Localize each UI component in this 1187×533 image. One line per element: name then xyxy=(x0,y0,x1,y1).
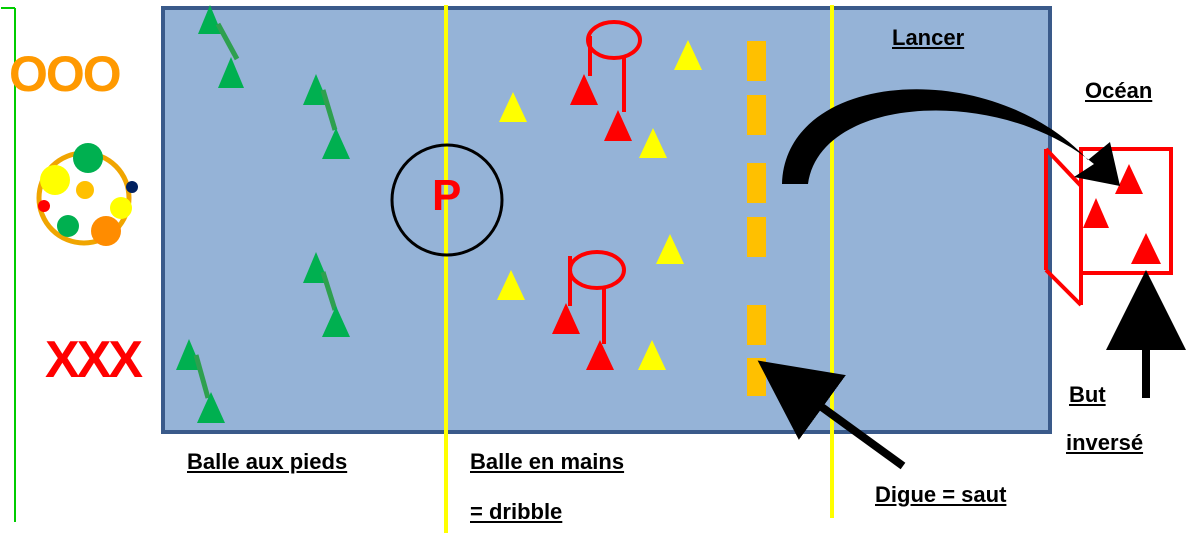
green-player-icon xyxy=(198,5,244,88)
yellow-player-icon xyxy=(639,128,667,158)
red-player-icon xyxy=(586,340,614,370)
yellow-player-icon xyxy=(638,340,666,370)
dike-dash xyxy=(747,217,766,257)
red-hoop-group-top xyxy=(570,20,642,141)
yellow-players xyxy=(497,40,702,370)
but-label: But xyxy=(1069,382,1106,407)
p-label: P xyxy=(432,171,462,220)
inverse-label: inversé xyxy=(1066,430,1144,455)
dike-dash xyxy=(747,305,766,345)
lancer-label: Lancer xyxy=(892,25,965,50)
goal-red-players xyxy=(1083,164,1161,264)
yellow-player-icon xyxy=(656,234,684,264)
dike-dash xyxy=(747,358,766,396)
ooo-label: OOO xyxy=(9,46,122,102)
green-player-icon xyxy=(176,339,225,423)
red-player-icon xyxy=(604,110,632,141)
red-player-icon xyxy=(570,74,598,105)
xxx-label: XXX xyxy=(45,331,143,389)
yellow-player-icon xyxy=(674,40,702,70)
red-player-icon xyxy=(552,303,580,334)
dike-dash xyxy=(747,41,766,81)
red-player-icon xyxy=(1115,164,1143,194)
dike-dash xyxy=(747,95,766,135)
red-player-icon xyxy=(1131,233,1161,264)
dribble-label: = dribble xyxy=(470,499,563,524)
green-player-icon xyxy=(303,74,350,159)
green-players xyxy=(176,5,350,423)
digue-label: Digue = saut xyxy=(875,482,1007,507)
ocean-label: Océan xyxy=(1085,78,1153,103)
throw-arrow-icon xyxy=(782,89,1120,186)
yellow-player-icon xyxy=(497,270,525,300)
dike-dash xyxy=(747,163,766,203)
red-hoop-group-bottom xyxy=(552,250,626,370)
green-player-icon xyxy=(303,252,350,337)
p-circle xyxy=(390,143,504,257)
balle-aux-pieds-label: Balle aux pieds xyxy=(187,449,348,474)
balle-en-mains-label: Balle en mains xyxy=(470,449,625,474)
yellow-player-icon xyxy=(499,92,527,122)
dike-arrow-icon xyxy=(757,360,906,470)
red-player-icon xyxy=(1083,198,1109,228)
ball-bag-icon xyxy=(36,143,138,246)
